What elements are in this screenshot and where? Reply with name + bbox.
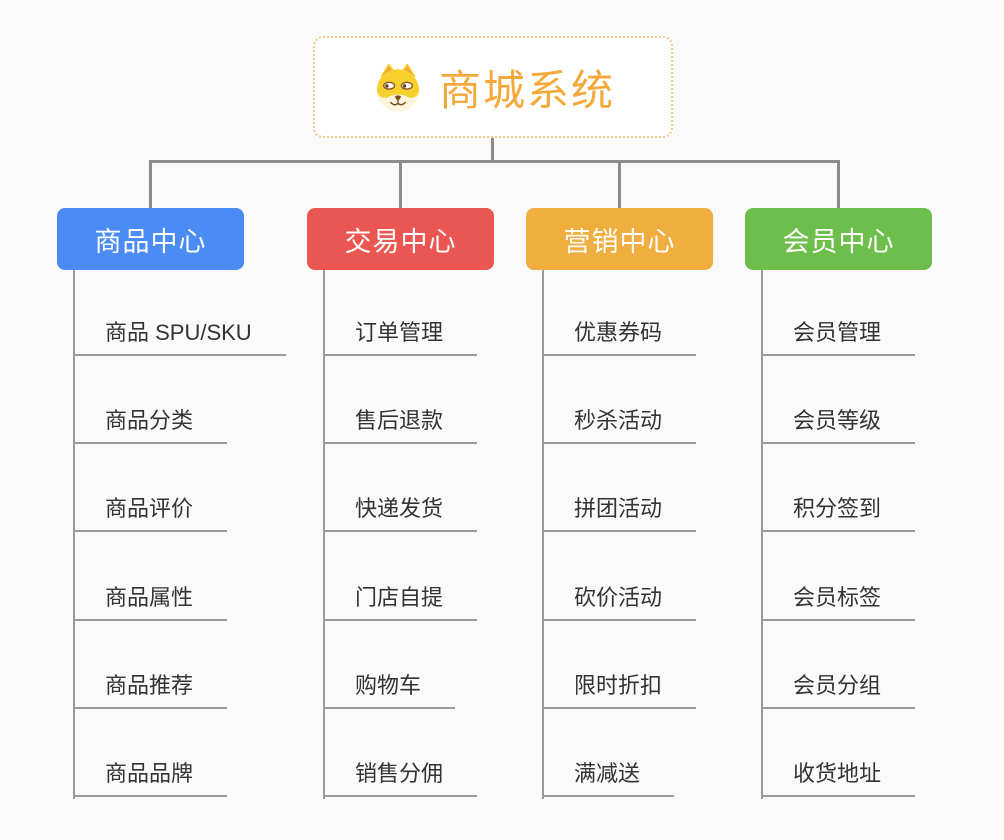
branch-label: 交易中心: [344, 226, 457, 257]
child-topic-node[interactable]: 销售分佣: [323, 759, 478, 797]
root-topic-node[interactable]: 商城系统: [313, 36, 673, 138]
child-topic-node[interactable]: 拼团活动: [542, 494, 697, 532]
branch-drop-connector: [618, 160, 621, 208]
child-topic-node[interactable]: 积分签到: [761, 494, 916, 532]
branch-node[interactable]: 商品中心: [57, 208, 244, 270]
branch-node[interactable]: 会员中心: [745, 208, 932, 270]
child-topic-node[interactable]: 秒杀活动: [542, 406, 697, 444]
child-topic-node[interactable]: 售后退款: [323, 406, 478, 444]
child-spine-connector: [761, 270, 763, 799]
branch-label: 营销中心: [563, 226, 676, 257]
child-spine-connector: [73, 270, 75, 799]
branch-label: 会员中心: [782, 226, 895, 257]
child-spine-connector: [323, 270, 325, 799]
child-topic-node[interactable]: 砍价活动: [542, 583, 697, 621]
child-topic-node[interactable]: 商品属性: [73, 583, 228, 621]
child-topic-node[interactable]: 商品推荐: [73, 671, 228, 709]
child-topic-node[interactable]: 快递发货: [323, 494, 478, 532]
branch-node[interactable]: 交易中心: [307, 208, 494, 270]
root-topic-title: 商城系统: [438, 66, 615, 114]
child-topic-node[interactable]: 订单管理: [323, 318, 478, 356]
child-topic-node[interactable]: 限时折扣: [542, 671, 697, 709]
branch-label: 商品中心: [94, 226, 207, 257]
branch-drop-connector: [399, 160, 402, 208]
child-topic-node[interactable]: 满减送: [542, 759, 675, 797]
child-topic-node[interactable]: 商品评价: [73, 494, 228, 532]
child-topic-node[interactable]: 商品品牌: [73, 759, 228, 797]
child-spine-connector: [542, 270, 544, 799]
child-topic-node[interactable]: 会员标签: [761, 583, 916, 621]
child-topic-node[interactable]: 门店自提: [323, 583, 478, 621]
child-topic-node[interactable]: 商品 SPU/SKU: [73, 318, 286, 356]
branch-drop-connector: [837, 160, 840, 208]
branch-node[interactable]: 营销中心: [526, 208, 713, 270]
child-topic-node[interactable]: 会员管理: [761, 318, 916, 356]
child-topic-node[interactable]: 商品分类: [73, 406, 228, 444]
branch-connector-bus: [149, 160, 839, 163]
child-topic-node[interactable]: 会员等级: [761, 406, 916, 444]
dog-face-icon: [376, 63, 420, 112]
root-connector-stub: [491, 138, 494, 163]
branch-drop-connector: [149, 160, 152, 208]
child-topic-node[interactable]: 会员分组: [761, 671, 916, 709]
child-topic-node[interactable]: 收货地址: [761, 759, 916, 797]
child-topic-node[interactable]: 购物车: [323, 671, 456, 709]
child-topic-node[interactable]: 优惠券码: [542, 318, 697, 356]
